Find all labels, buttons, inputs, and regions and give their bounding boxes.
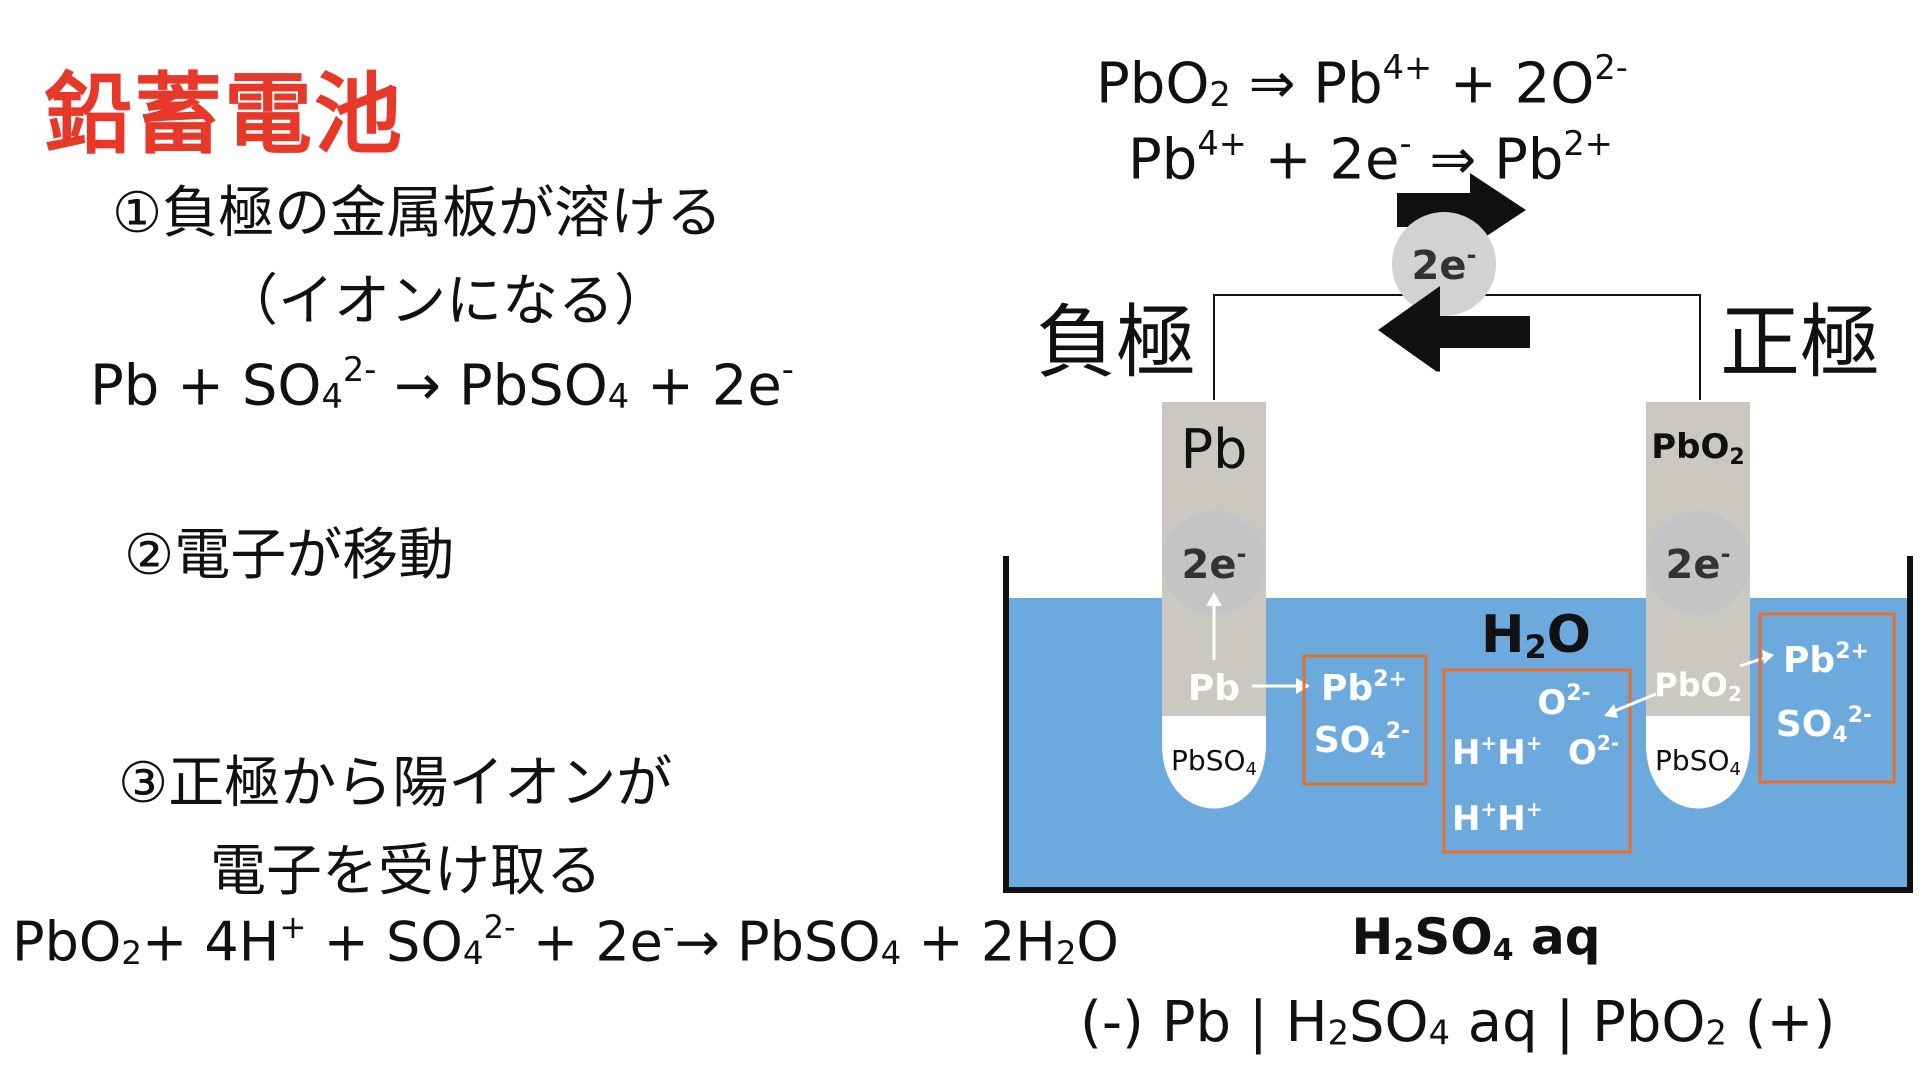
water-label: H2O <box>1481 605 1591 666</box>
hydrogen-ions-row2: H+H+ <box>1452 797 1542 839</box>
electron-negative-label: 2e- <box>1182 540 1247 588</box>
oxide-release-arrowhead <box>1604 704 1618 718</box>
oxide-ion-upper: O2- <box>1537 681 1590 723</box>
electron-positive-label: 2e- <box>1666 540 1731 588</box>
negative-pb-label: Pb <box>1188 668 1240 709</box>
negative-pbso4-tip <box>1162 716 1266 809</box>
pbo2-dissociation-equation: PbO2 ⇒ Pb4+ + 2O2- <box>1096 48 1628 117</box>
negative-pbso4-label: PbSO4 <box>1171 744 1257 780</box>
step1-subheading: （イオンになる） <box>222 269 670 334</box>
negative-so4-ion: SO42- <box>1314 719 1410 764</box>
hydrogen-ions-row1: H+H+ <box>1452 731 1542 773</box>
pb2-release-arrowhead <box>1762 650 1774 664</box>
positive-electrode-material: PbO2 <box>1651 427 1744 470</box>
pb4-reduction-equation: Pb4+ + 2e- ⇒ Pb2+ <box>1128 124 1613 193</box>
step1-equation: Pb + SO42- → PbSO4 + 2e- <box>90 350 794 419</box>
current-arrow <box>1378 286 1530 374</box>
electrolyte-label: H2SO4 aq <box>1351 908 1600 968</box>
cell-notation: (-) Pb | H2SO4 aq | PbO2 (+) <box>1080 990 1836 1055</box>
negative-pb2-ion: Pb2+ <box>1321 667 1407 709</box>
electron-positive-circle <box>1646 511 1750 615</box>
positive-so4-ion: SO42- <box>1776 703 1872 748</box>
step2-heading: ②電子が移動 <box>124 523 455 588</box>
step3-subheading: 電子を受け取る <box>210 839 602 904</box>
oxide-release-arrow <box>1611 692 1657 714</box>
positive-pbso4-label: PbSO4 <box>1655 744 1741 780</box>
page-title: 鉛蓄電池 <box>44 63 405 166</box>
container <box>1003 556 1913 893</box>
electron-top-label: 2e- <box>1412 241 1477 289</box>
electron-negative-circle <box>1162 511 1266 615</box>
current-label: 電流 <box>1434 370 1486 400</box>
negative-electrode-material: Pb <box>1181 418 1248 481</box>
positive-electrode-label: 正極 <box>1720 296 1880 389</box>
step1-heading: ①負極の金属板が溶ける <box>112 181 723 246</box>
step3-equation: PbO2+ 4H+ + SO42- + 2e-→ PbSO4 + 2H2O <box>12 908 1119 974</box>
electron-top-circle <box>1392 212 1496 316</box>
negative-ion-box <box>1302 654 1428 786</box>
positive-pb2-ion: Pb2+ <box>1783 639 1869 681</box>
electron-release-arrowhead <box>1206 592 1222 606</box>
oxide-ion-lower: O2- <box>1568 731 1619 773</box>
middle-ion-box <box>1442 668 1632 854</box>
negative-electrode-label: 負極 <box>1036 296 1196 389</box>
step3-heading: ③正極から陽イオンが <box>118 751 673 816</box>
positive-pbso4-tip <box>1646 716 1750 809</box>
positive-ion-box <box>1758 612 1896 784</box>
positive-pbo2-small-label: PbO2 <box>1654 666 1741 706</box>
